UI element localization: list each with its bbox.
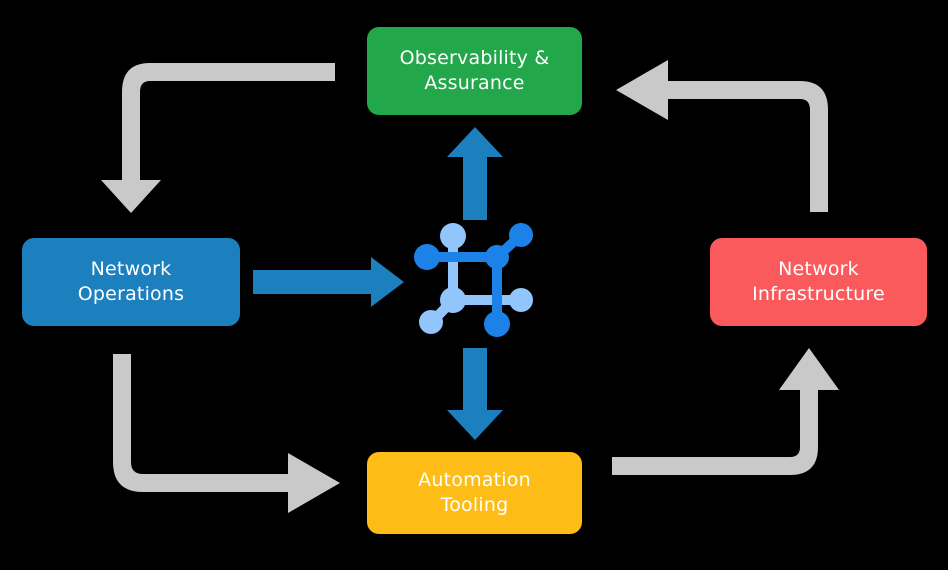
node-network-operations[interactable]: Network Operations [22, 238, 240, 326]
node-automation-tooling[interactable]: Automation Tooling [367, 452, 582, 534]
connector-operations-to-automation [113, 354, 340, 513]
node-observability-label: Observability & Assurance [399, 46, 550, 94]
connector-center-to-automation [447, 348, 503, 440]
node-infrastructure-label: Network Infrastructure [752, 257, 885, 305]
node-operations-label: Network Operations [77, 257, 185, 305]
node-network-infrastructure[interactable]: Network Infrastructure [710, 238, 927, 326]
connector-operations-to-center [253, 257, 404, 307]
connector-automation-to-infrastructure [612, 348, 839, 475]
network-topology-icon [414, 223, 533, 337]
connector-infrastructure-to-observability [616, 60, 828, 212]
node-observability-assurance[interactable]: Observability & Assurance [367, 27, 582, 115]
node-automation-label: Automation Tooling [418, 468, 531, 516]
connector-observability-to-operations [101, 63, 335, 213]
connector-center-to-observability [447, 127, 503, 220]
